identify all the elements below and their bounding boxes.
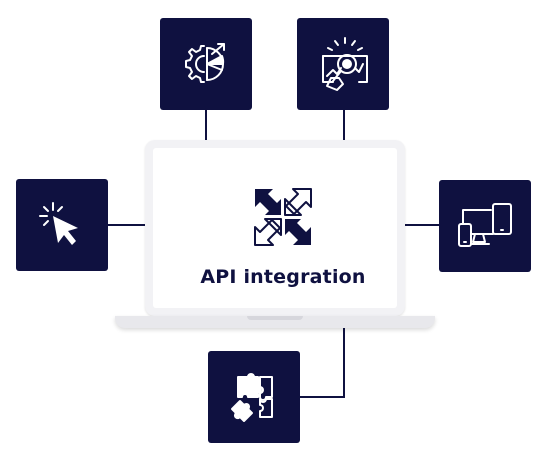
laptop-notch [247, 316, 303, 320]
tile-click [16, 179, 108, 271]
arrow-top-right [284, 188, 312, 216]
connector-right [402, 224, 440, 226]
click-rays [39, 202, 63, 226]
gear-pie-chart-icon [185, 43, 225, 83]
magnifier-analysis-icon [322, 37, 368, 91]
cursor-arrow [53, 216, 78, 245]
tile-devices [439, 180, 531, 272]
connector-top-left [205, 108, 207, 143]
connector-top-right [343, 108, 345, 143]
tile-research [297, 18, 389, 110]
laptop: API integration [115, 140, 435, 330]
puzzle-icon [231, 373, 273, 422]
devices-icon [458, 203, 512, 247]
cursor-click-icon [39, 202, 78, 245]
arrow-bottom-left [254, 218, 282, 246]
merge-arrows-icon [254, 188, 312, 246]
connector-left [108, 224, 148, 226]
connector-bottom-vertical [343, 326, 345, 398]
arrow-top-left [255, 189, 281, 215]
connector-bottom-horizontal [300, 396, 345, 398]
laptop-base [115, 316, 435, 328]
laptop-screen: API integration [145, 140, 405, 316]
tile-puzzle [208, 351, 300, 443]
tile-analytics [160, 18, 252, 110]
arrow-bottom-right [285, 219, 311, 245]
page-title: API integration [200, 266, 366, 288]
laptop-display: API integration [153, 148, 397, 308]
